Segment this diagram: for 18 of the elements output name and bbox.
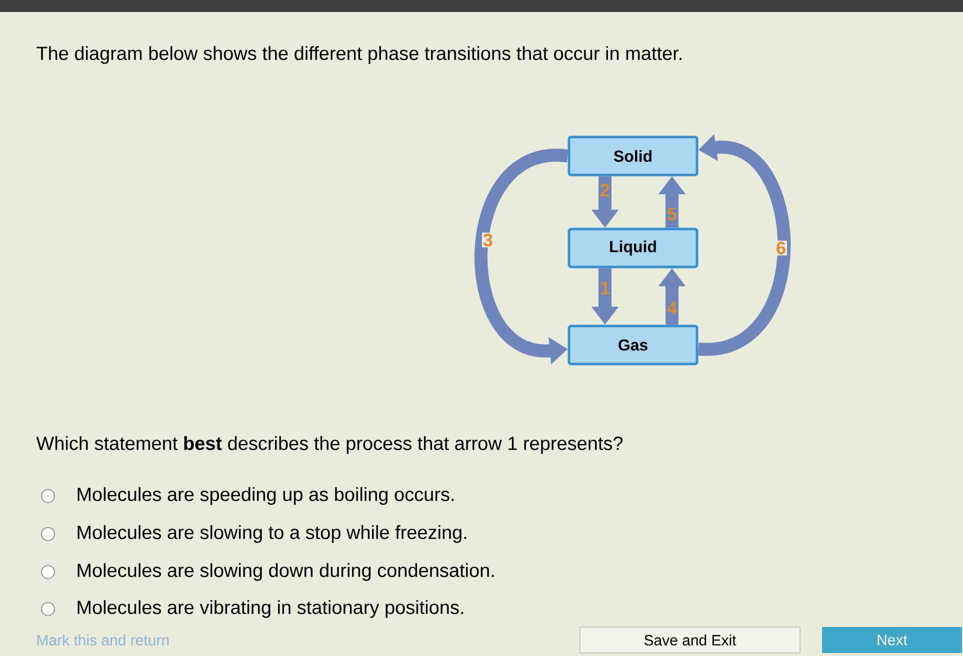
- phase-box: Solid: [568, 136, 698, 176]
- edge-label: 5: [668, 208, 677, 220]
- edge-label: 3: [483, 234, 492, 246]
- answer-option: Molecules are slowing to a stop while freezing.: [78, 525, 466, 543]
- edge-label: 6: [776, 242, 786, 254]
- link: Mark this and return: [37, 634, 169, 646]
- edge-label: 1: [601, 282, 610, 294]
- phase-box: Gas: [568, 324, 698, 366]
- phase-box: Liquid: [568, 228, 698, 268]
- edge-label: 4: [667, 302, 677, 314]
- edge-label: 2: [600, 184, 610, 196]
- answer-option: Molecules are vibrating in stationary positions.: [78, 600, 464, 618]
- title: The diagram below shows the different phase transitions that occur in matter.: [36, 46, 682, 64]
- answer-option: Molecules are speeding up as boiling occurs.: [78, 487, 454, 505]
- question-text: Which statement best describes the process that arrow 1 represents?: [36, 436, 623, 454]
- save-button: Save and Exit: [580, 626, 800, 654]
- next-button: Next: [822, 627, 962, 653]
- answer-option: Molecules are slowing down during condensation.: [78, 563, 494, 581]
